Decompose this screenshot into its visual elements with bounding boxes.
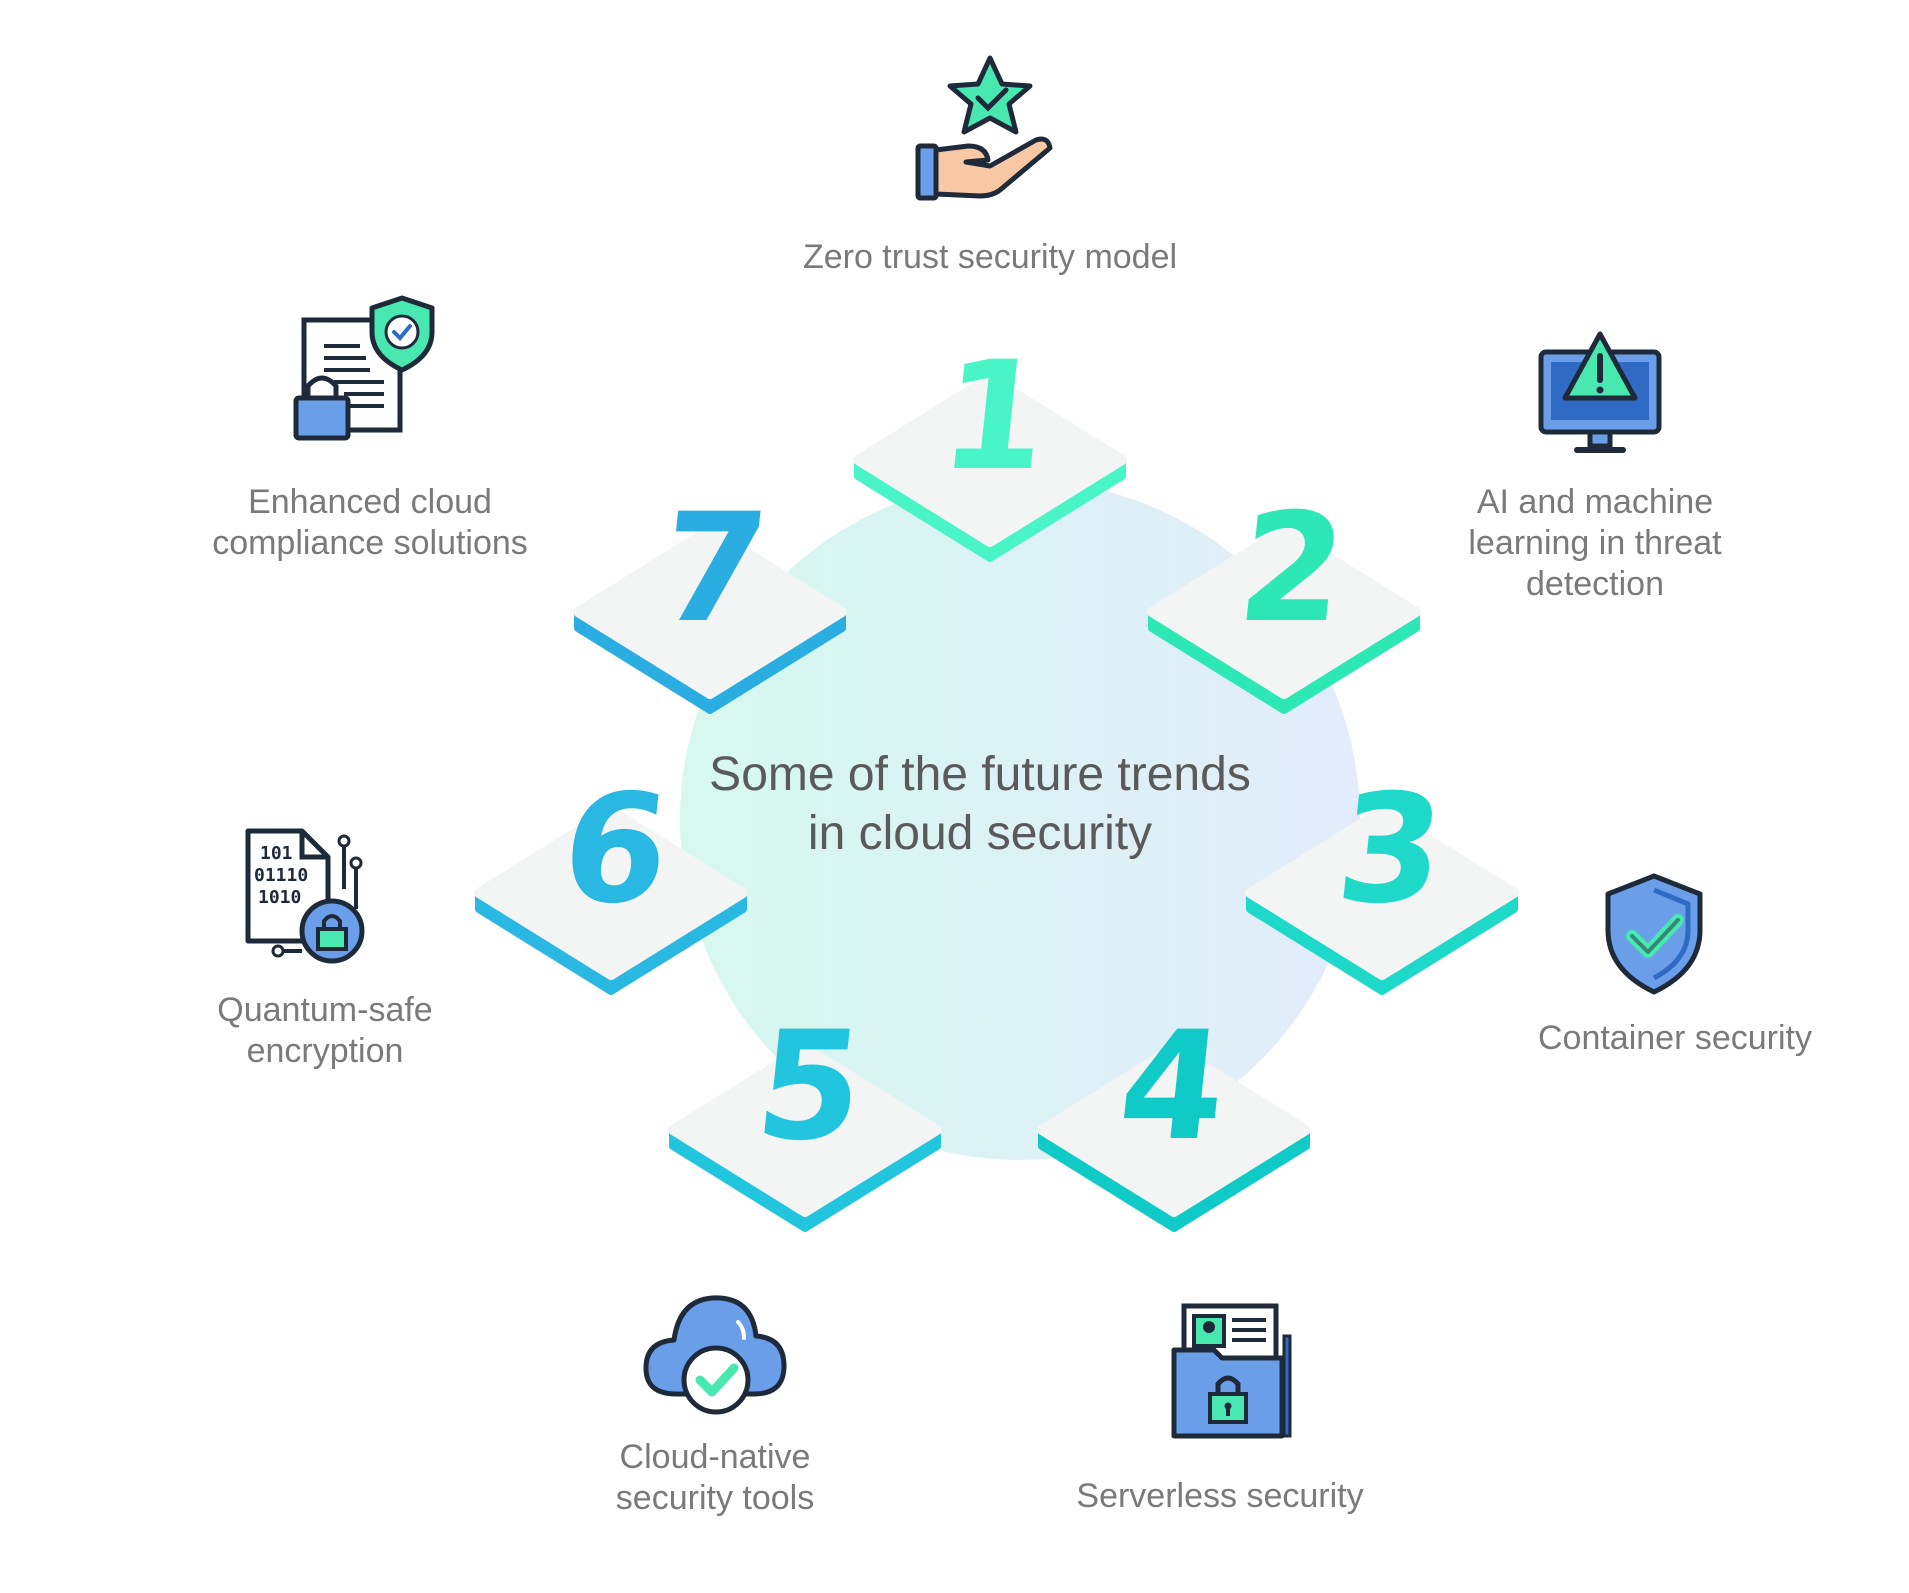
diagram-title: Some of the future trends in cloud secur…: [709, 748, 1251, 860]
tile-top: [474, 806, 748, 980]
number-tile-4: 4: [1037, 999, 1311, 1232]
hand-star-icon: [915, 55, 1053, 201]
svg-text:101: 101: [260, 843, 293, 864]
trend-label-3: Container security: [1537, 1019, 1812, 1057]
tile-number-3: 3: [1329, 762, 1452, 937]
number-tile-3: 3: [1245, 762, 1519, 995]
monitor-warning-icon: [1538, 331, 1662, 453]
folder-lock-icon: [1171, 1303, 1292, 1439]
tile-number-1: 1: [933, 329, 1056, 504]
svg-text:01110: 01110: [254, 865, 308, 886]
tile-top: [573, 525, 847, 699]
tile-top: [853, 373, 1127, 547]
tile-top: [1037, 1043, 1311, 1217]
trend-label-4: Serverless security: [1076, 1477, 1364, 1515]
number-tile-6: 6: [474, 762, 748, 995]
tile-number-2: 2: [1231, 481, 1354, 656]
tile-number-7: 7: [653, 481, 776, 656]
trend-label-6: Quantum-safe encryption: [217, 991, 433, 1070]
trend-label-5: Cloud-native security tools: [615, 1438, 815, 1517]
tile-top: [668, 1043, 942, 1217]
binary-lock-icon: 101 01110 1010: [245, 828, 365, 964]
trend-label-1: Zero trust security model: [802, 238, 1178, 276]
tile-top: [1147, 525, 1421, 699]
trend-label-2: AI and machine learning in threat detect…: [1468, 483, 1722, 603]
number-tiles: 12 7 3 6 4 5: [474, 329, 1519, 1232]
tile-number-6: 6: [554, 762, 677, 937]
trend-label-7: Enhanced cloud compliance solutions: [212, 483, 528, 562]
number-tile-1: 1: [853, 329, 1127, 562]
tile-number-5: 5: [748, 999, 871, 1174]
svg-text:1010: 1010: [258, 887, 301, 908]
cloud-check-icon: [643, 1295, 787, 1415]
tile-number-4: 4: [1111, 999, 1234, 1174]
tile-top: [1245, 806, 1519, 980]
number-tile-7: 7: [573, 481, 847, 714]
number-tile-5: 5: [668, 999, 942, 1232]
document-shield-lock-icon: [293, 295, 435, 441]
shield-check-icon: [1605, 873, 1703, 995]
number-tile-2: 2: [1147, 481, 1421, 714]
